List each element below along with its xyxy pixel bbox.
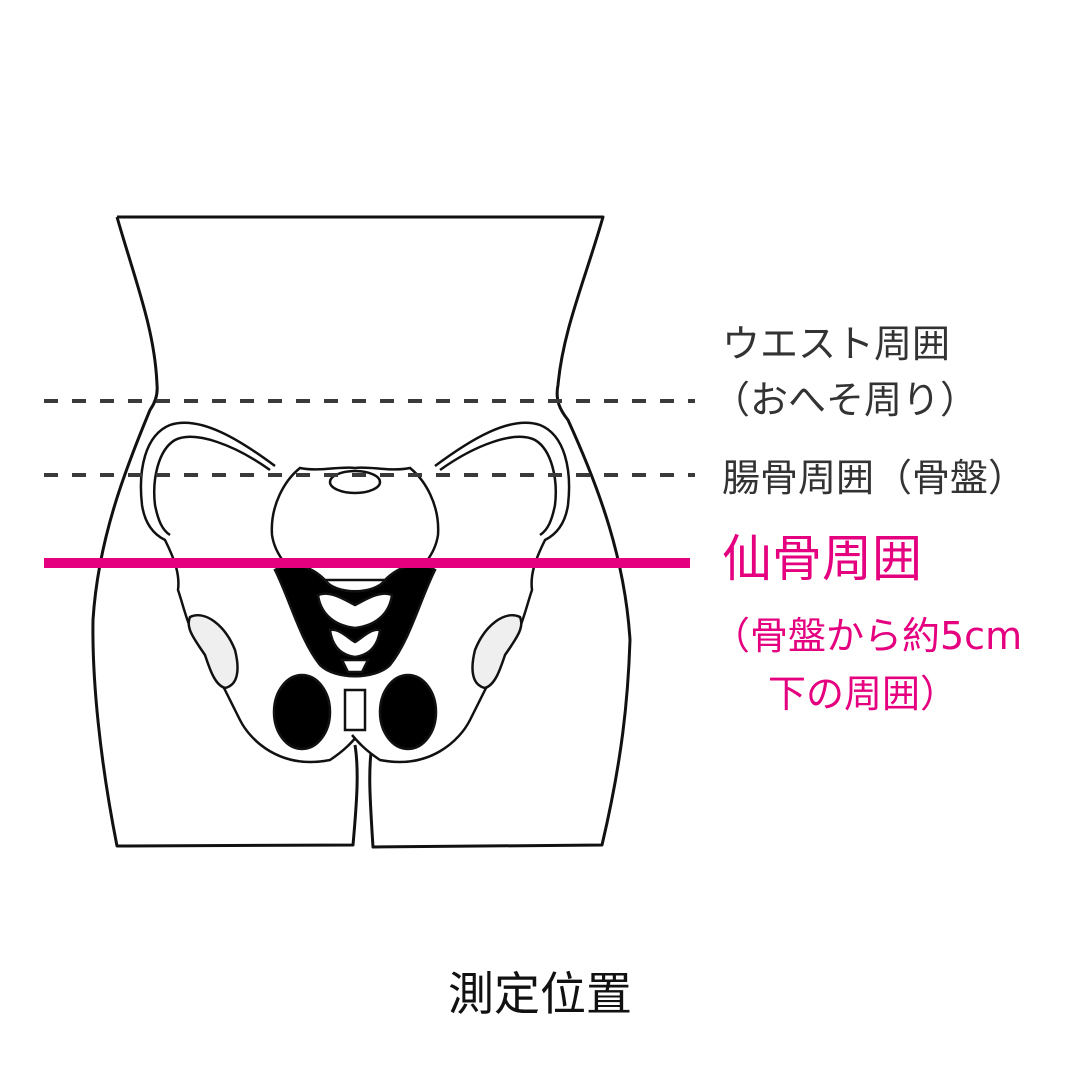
waist-label: ウエスト周囲 (722, 322, 951, 366)
sacral-note-line1: （骨盤から約5cm (712, 614, 1023, 658)
sacral-note-line2: 下の周囲） (768, 672, 959, 716)
measurement-lines (44, 399, 695, 568)
body-outline (91, 215, 632, 849)
figure-caption: 測定位置 (448, 967, 632, 1021)
pelvis-illustration (139, 421, 571, 764)
iliac-label: 腸骨周囲（骨盤） (722, 456, 1027, 500)
waist-sublabel: （おへそ周り） (712, 378, 979, 422)
sacral-label: 仙骨周囲 (722, 530, 922, 588)
